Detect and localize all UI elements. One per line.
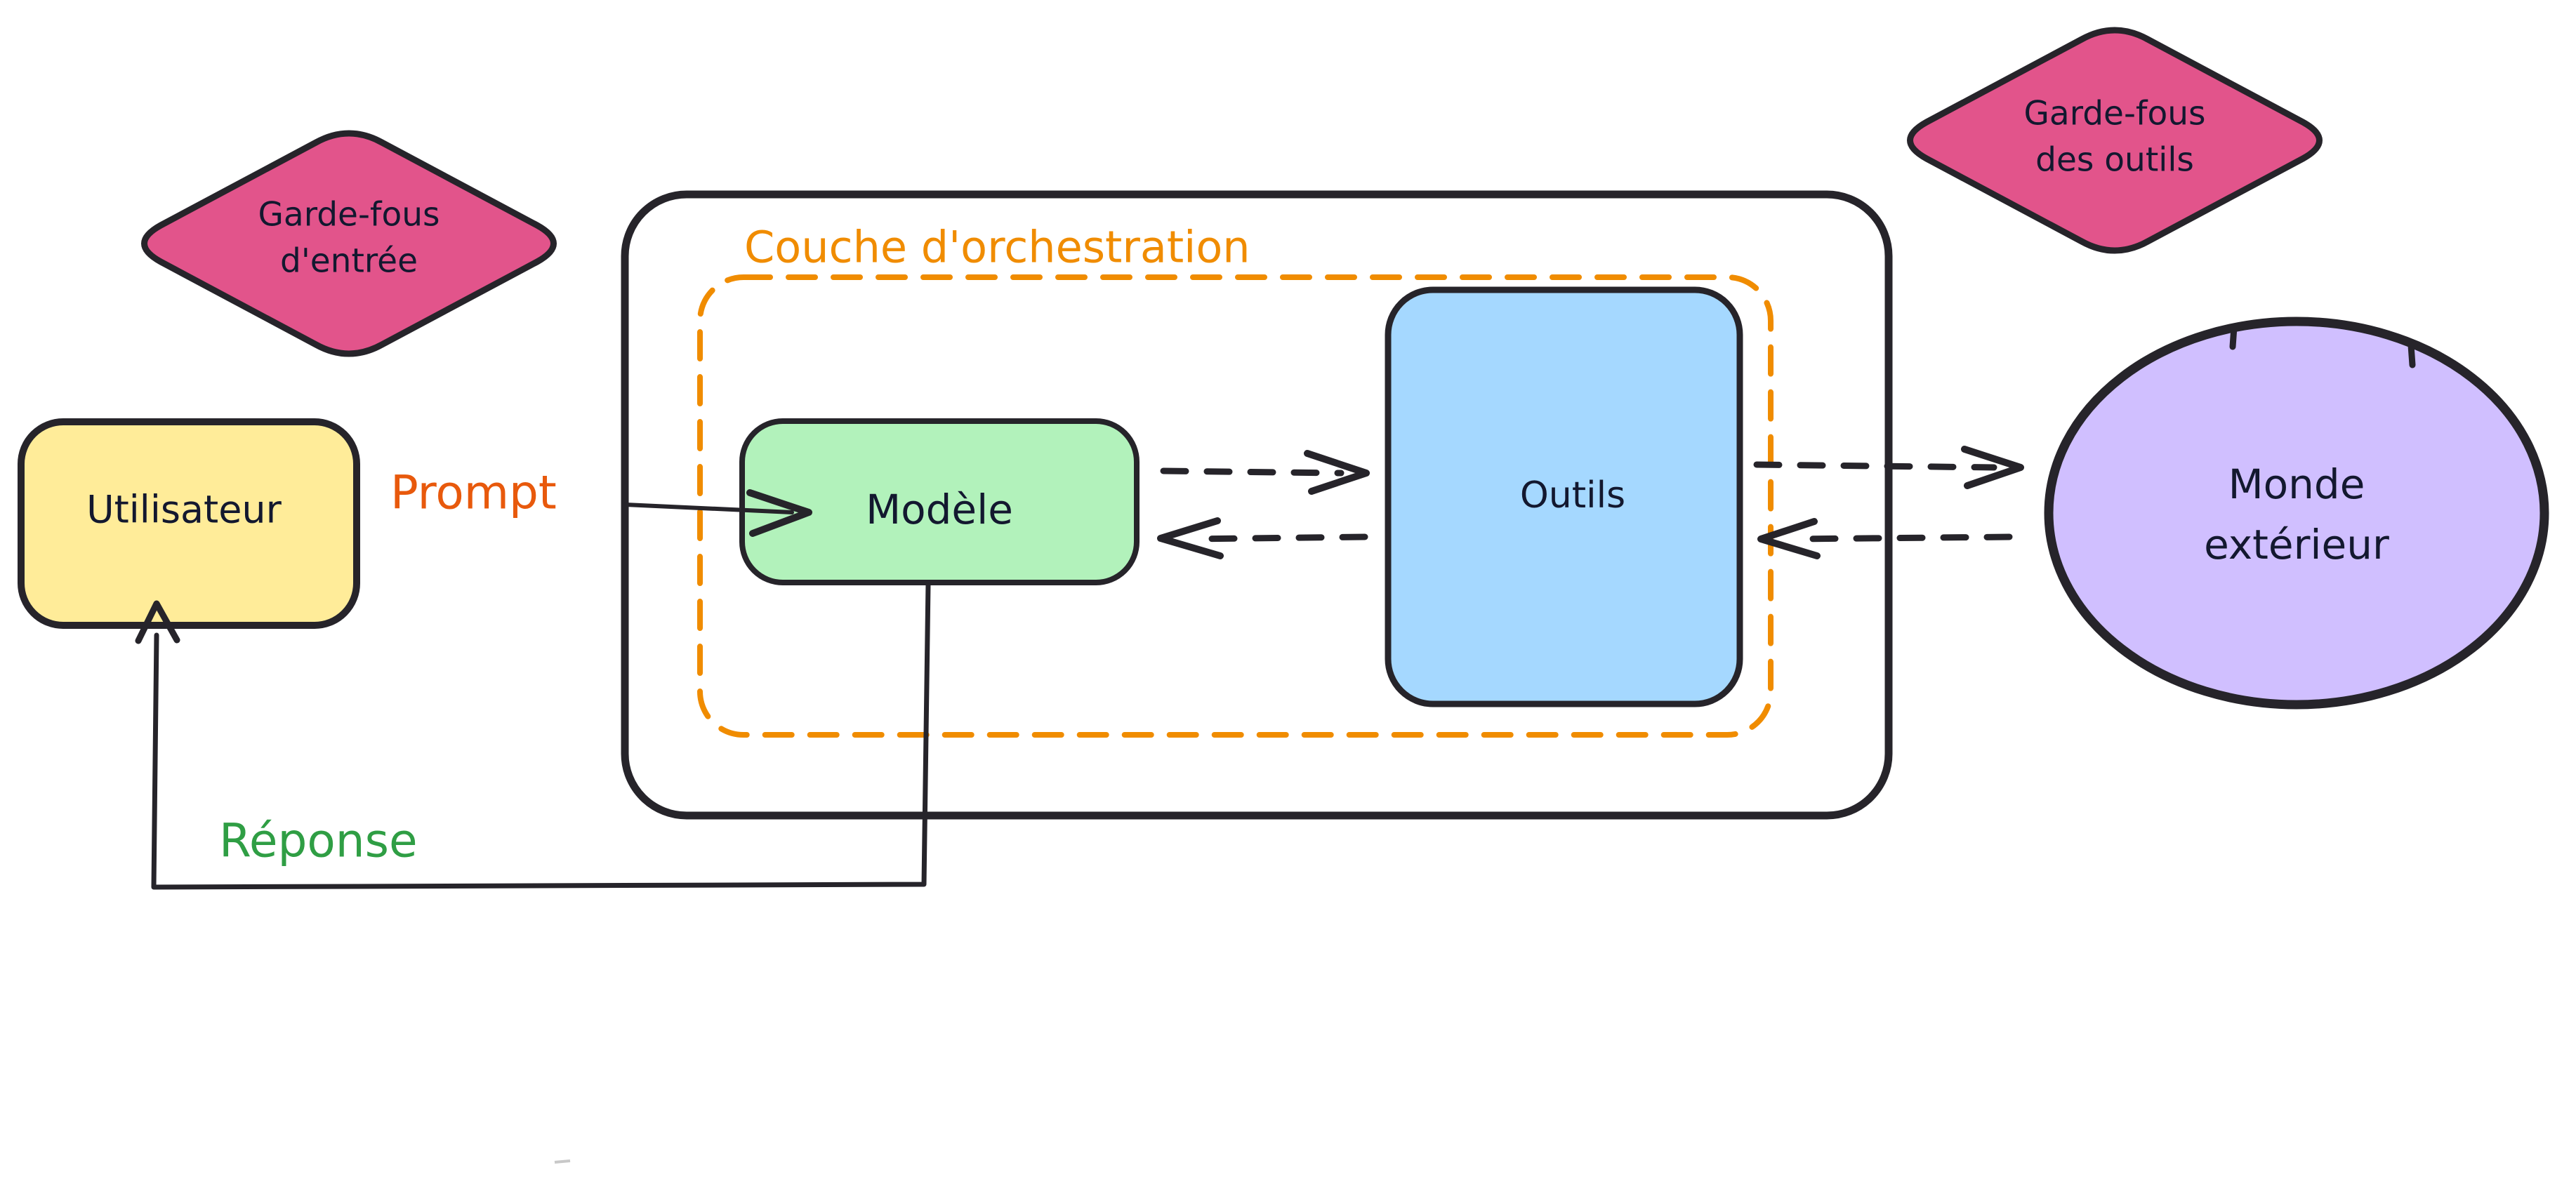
garde-fous-entree-label-line1: Garde-fous bbox=[258, 196, 440, 234]
outils-to-modele-arrowhead bbox=[1157, 517, 1224, 559]
outils-box bbox=[1385, 286, 1743, 707]
orchestration-layer-label: Couche d'orchestration bbox=[744, 222, 1250, 273]
outils-to-monde-arrowhead bbox=[1961, 446, 2024, 489]
modele-to-outils-arrowhead bbox=[1304, 450, 1370, 495]
utilisateur-box bbox=[18, 418, 360, 629]
edge-outils-to-modele bbox=[1157, 517, 1368, 559]
prompt-label: Prompt bbox=[390, 466, 557, 520]
garde-fous-outils-label-line2: des outils bbox=[2035, 141, 2194, 180]
garde-fous-outils-label-line1: Garde-fous bbox=[2023, 95, 2205, 133]
prompt-arrowhead bbox=[746, 489, 812, 537]
node-monde-exterieur: Monde extérieur bbox=[2044, 317, 2549, 710]
prompt-arrow-line bbox=[623, 503, 794, 514]
node-outils: Outils bbox=[1385, 286, 1743, 707]
monde-to-outils-dashed-line bbox=[1791, 533, 2013, 543]
sketch-artifact-tick-right bbox=[2407, 342, 2416, 368]
edge-prompt-arrow bbox=[623, 489, 812, 537]
node-garde-fous-entree: Garde-fous d'entrée bbox=[141, 130, 557, 357]
utilisateur-label: Utilisateur bbox=[86, 488, 282, 532]
modele-label: Modèle bbox=[866, 486, 1013, 533]
outils-label: Outils bbox=[1520, 474, 1625, 517]
edge-modele-to-outils bbox=[1160, 450, 1370, 495]
reponse-label: Réponse bbox=[219, 814, 418, 868]
modele-box bbox=[739, 418, 1140, 585]
sketch-artifact-smudge bbox=[554, 1159, 571, 1164]
monde-exterieur-ellipse bbox=[2044, 317, 2549, 710]
reponse-arrow-line bbox=[151, 581, 931, 890]
edge-monde-to-outils bbox=[1757, 518, 2013, 559]
outils-to-modele-dashed-line bbox=[1190, 533, 1368, 543]
modele-to-outils-dashed-line bbox=[1160, 467, 1345, 477]
node-utilisateur: Utilisateur bbox=[18, 418, 360, 629]
monde-to-outils-arrowhead bbox=[1757, 518, 1821, 559]
node-modele: Modèle bbox=[739, 418, 1140, 585]
reponse-arrowhead bbox=[135, 600, 180, 644]
garde-fous-outils-diamond bbox=[1907, 27, 2323, 254]
monde-exterieur-label-line2: extérieur bbox=[2204, 521, 2389, 568]
sketch-artifact-tick-left bbox=[2229, 324, 2238, 350]
node-garde-fous-outils: Garde-fous des outils bbox=[1907, 27, 2323, 254]
garde-fous-entree-diamond bbox=[141, 130, 557, 357]
orchestration-layer-box bbox=[697, 274, 1774, 738]
edge-outils-to-monde bbox=[1753, 446, 2024, 489]
outils-to-monde-dashed-line bbox=[1753, 461, 1997, 471]
edge-reponse-arrow bbox=[135, 581, 931, 890]
monde-exterieur-label-line1: Monde bbox=[2228, 460, 2365, 508]
garde-fous-entree-label-line2: d'entrée bbox=[280, 242, 418, 281]
